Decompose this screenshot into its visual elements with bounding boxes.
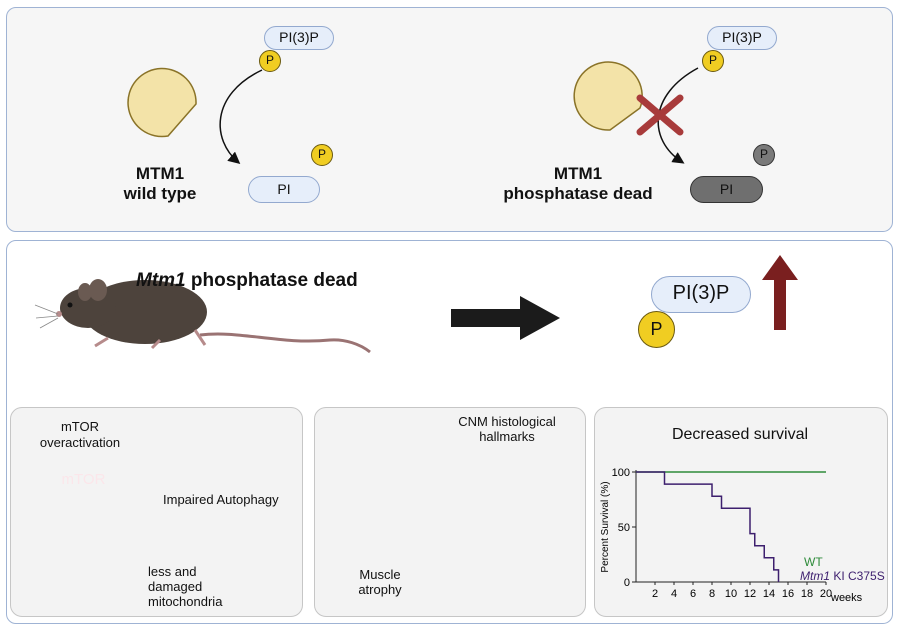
x-tick-label: 4 [671, 588, 677, 600]
survival-title: Decreased survival [671, 426, 809, 443]
mtm1-dead-enzyme-icon [573, 61, 643, 131]
mouse-icon [34, 279, 371, 354]
pi3p-accumulated: PI(3)P [651, 276, 751, 313]
mouse-title-gene: Mtm1 [136, 270, 186, 291]
mtor-title-line2: overactivation [39, 435, 121, 450]
mtm1-wt-label-line1: MTM1 [135, 164, 185, 183]
y-tick-label: 0 [624, 577, 630, 589]
mtm1-dead-label-line1: MTM1 [553, 164, 603, 183]
mtor-title-line1: mTOR [60, 419, 100, 434]
x-tick-label: 10 [725, 588, 737, 600]
mtm1-dead-label: MTM1 phosphatase dead [488, 164, 668, 204]
y-tick-label: 100 [612, 467, 630, 479]
pi3p-substrate-left: PI(3)P [264, 26, 334, 50]
x-axis-label: weeks [830, 592, 863, 604]
free-phosphate-gray-icon: P [753, 144, 775, 166]
x-tick-label: 16 [782, 588, 794, 600]
muscle-line2: atrophy [358, 582, 402, 597]
x-tick-label: 6 [690, 588, 696, 600]
x-tick-label: 2 [652, 588, 658, 600]
muscle-line1: Muscle [359, 567, 401, 582]
increase-arrow-icon [762, 255, 798, 330]
x-tick-label: 14 [763, 588, 775, 600]
mtm1-wt-label-line2: wild type [123, 184, 197, 203]
mito-line2: damaged [148, 579, 203, 594]
muscle-atrophy-label: Muscle atrophy [340, 567, 420, 597]
phosphate-icon: P [702, 50, 724, 72]
mtor-title: mTOR overactivation [30, 419, 130, 451]
legend-ki: Mtm1 KI C375S [800, 569, 885, 583]
mtm1-dead-label-line2: phosphatase dead [503, 184, 653, 203]
mouse-title: Mtm1 phosphatase dead [136, 270, 358, 292]
y-axis-label: Percent Survival (%) [600, 481, 611, 572]
histology-title: CNM histological hallmarks [437, 414, 577, 444]
mtm1-wt-label: MTM1 wild type [100, 164, 220, 204]
reaction-arrow-icon [219, 69, 263, 164]
pi-product-left: PI [248, 176, 320, 203]
mtm1-enzyme-icon [127, 67, 197, 138]
mtor-autophagy-panel [10, 407, 303, 617]
x-tick-label: 12 [744, 588, 756, 600]
histo-line2: hallmarks [479, 429, 535, 444]
mito-line1: less and [148, 564, 197, 579]
muscle-histology-panel [314, 407, 586, 617]
phosphate-icon: P [259, 50, 281, 72]
right-arrow-icon [451, 296, 560, 340]
autophagy-label: Impaired Autophagy [163, 492, 279, 507]
pi-product-right: PI [690, 176, 763, 203]
mtor-box-label: mTOR [61, 471, 106, 488]
x-tick-label: 18 [801, 588, 813, 600]
mito-line3: mitochondria [148, 594, 223, 609]
bottom-panel [6, 240, 893, 624]
x-tick-label: 20 [820, 588, 832, 600]
histo-line1: CNM histological [458, 414, 556, 429]
block-cross-icon [636, 94, 684, 136]
legend-wt: WT [804, 555, 823, 569]
phosphate-icon: P [638, 311, 675, 348]
pi3p-substrate-right: PI(3)P [707, 26, 777, 50]
mouse-title-rest: phosphatase dead [185, 270, 358, 291]
free-phosphate-icon: P [311, 144, 333, 166]
mitochondria-label: less and damaged mitochondria [148, 564, 222, 609]
series-line-1 [636, 471, 780, 582]
y-tick-label: 50 [618, 522, 630, 534]
x-tick-label: 8 [709, 588, 715, 600]
